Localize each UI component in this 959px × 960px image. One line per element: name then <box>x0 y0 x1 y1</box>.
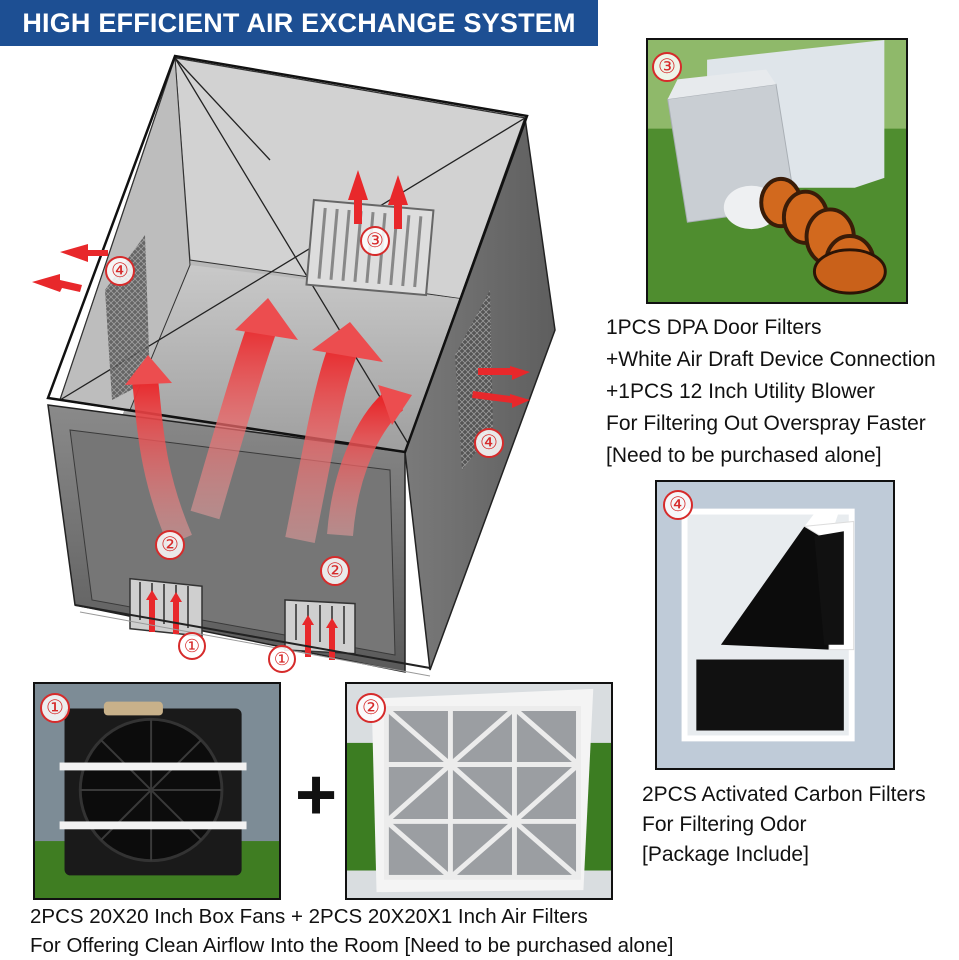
carbon-filter-photo <box>655 480 895 770</box>
blower-caption-line: [Need to be purchased alone] <box>606 444 882 467</box>
marker-side-right: ④ <box>474 428 504 458</box>
marker-filter-right: ② <box>320 556 350 586</box>
tent-diagram <box>32 54 556 677</box>
blower-caption-line: For Filtering Out Overspray Faster <box>606 412 926 435</box>
carbon-caption-line: [Package Include] <box>642 843 809 866</box>
blower-caption: 1PCS DPA Door Filters +White Air Draft D… <box>606 312 936 472</box>
marker-fan-right: ① <box>268 645 296 673</box>
box-fan-photo <box>33 682 281 900</box>
carbon-caption: 2PCS Activated Carbon Filters For Filter… <box>642 780 926 870</box>
carbon-caption-line: For Filtering Odor <box>642 813 807 836</box>
blower-badge: ③ <box>652 52 682 82</box>
bottom-caption-line: For Offering Clean Airflow Into the Room… <box>30 934 674 957</box>
bottom-caption-line: 2PCS 20X20 Inch Box Fans + 2PCS 20X20X1 … <box>30 905 588 928</box>
carbon-filter-badge: ④ <box>663 490 693 520</box>
blower-caption-line: +1PCS 12 Inch Utility Blower <box>606 380 876 403</box>
marker-side-left: ④ <box>105 256 135 286</box>
banner: HIGH EFFICIENT AIR EXCHANGE SYSTEM <box>0 0 598 46</box>
box-fan-badge: ① <box>40 693 70 723</box>
air-filter-badge: ② <box>356 693 386 723</box>
marker-door-vent: ③ <box>360 226 390 256</box>
plus-sign: + <box>294 755 338 835</box>
marker-filter-left: ② <box>155 530 185 560</box>
blower-photo <box>646 38 908 304</box>
carbon-caption-line: 2PCS Activated Carbon Filters <box>642 783 926 806</box>
marker-fan-left: ① <box>178 632 206 660</box>
blower-caption-line: +White Air Draft Device Connection <box>606 348 936 371</box>
air-filter-photo <box>345 682 613 900</box>
banner-title: HIGH EFFICIENT AIR EXCHANGE SYSTEM <box>22 8 576 38</box>
bottom-caption: 2PCS 20X20 Inch Box Fans + 2PCS 20X20X1 … <box>30 902 673 960</box>
blower-caption-line: 1PCS DPA Door Filters <box>606 316 822 339</box>
